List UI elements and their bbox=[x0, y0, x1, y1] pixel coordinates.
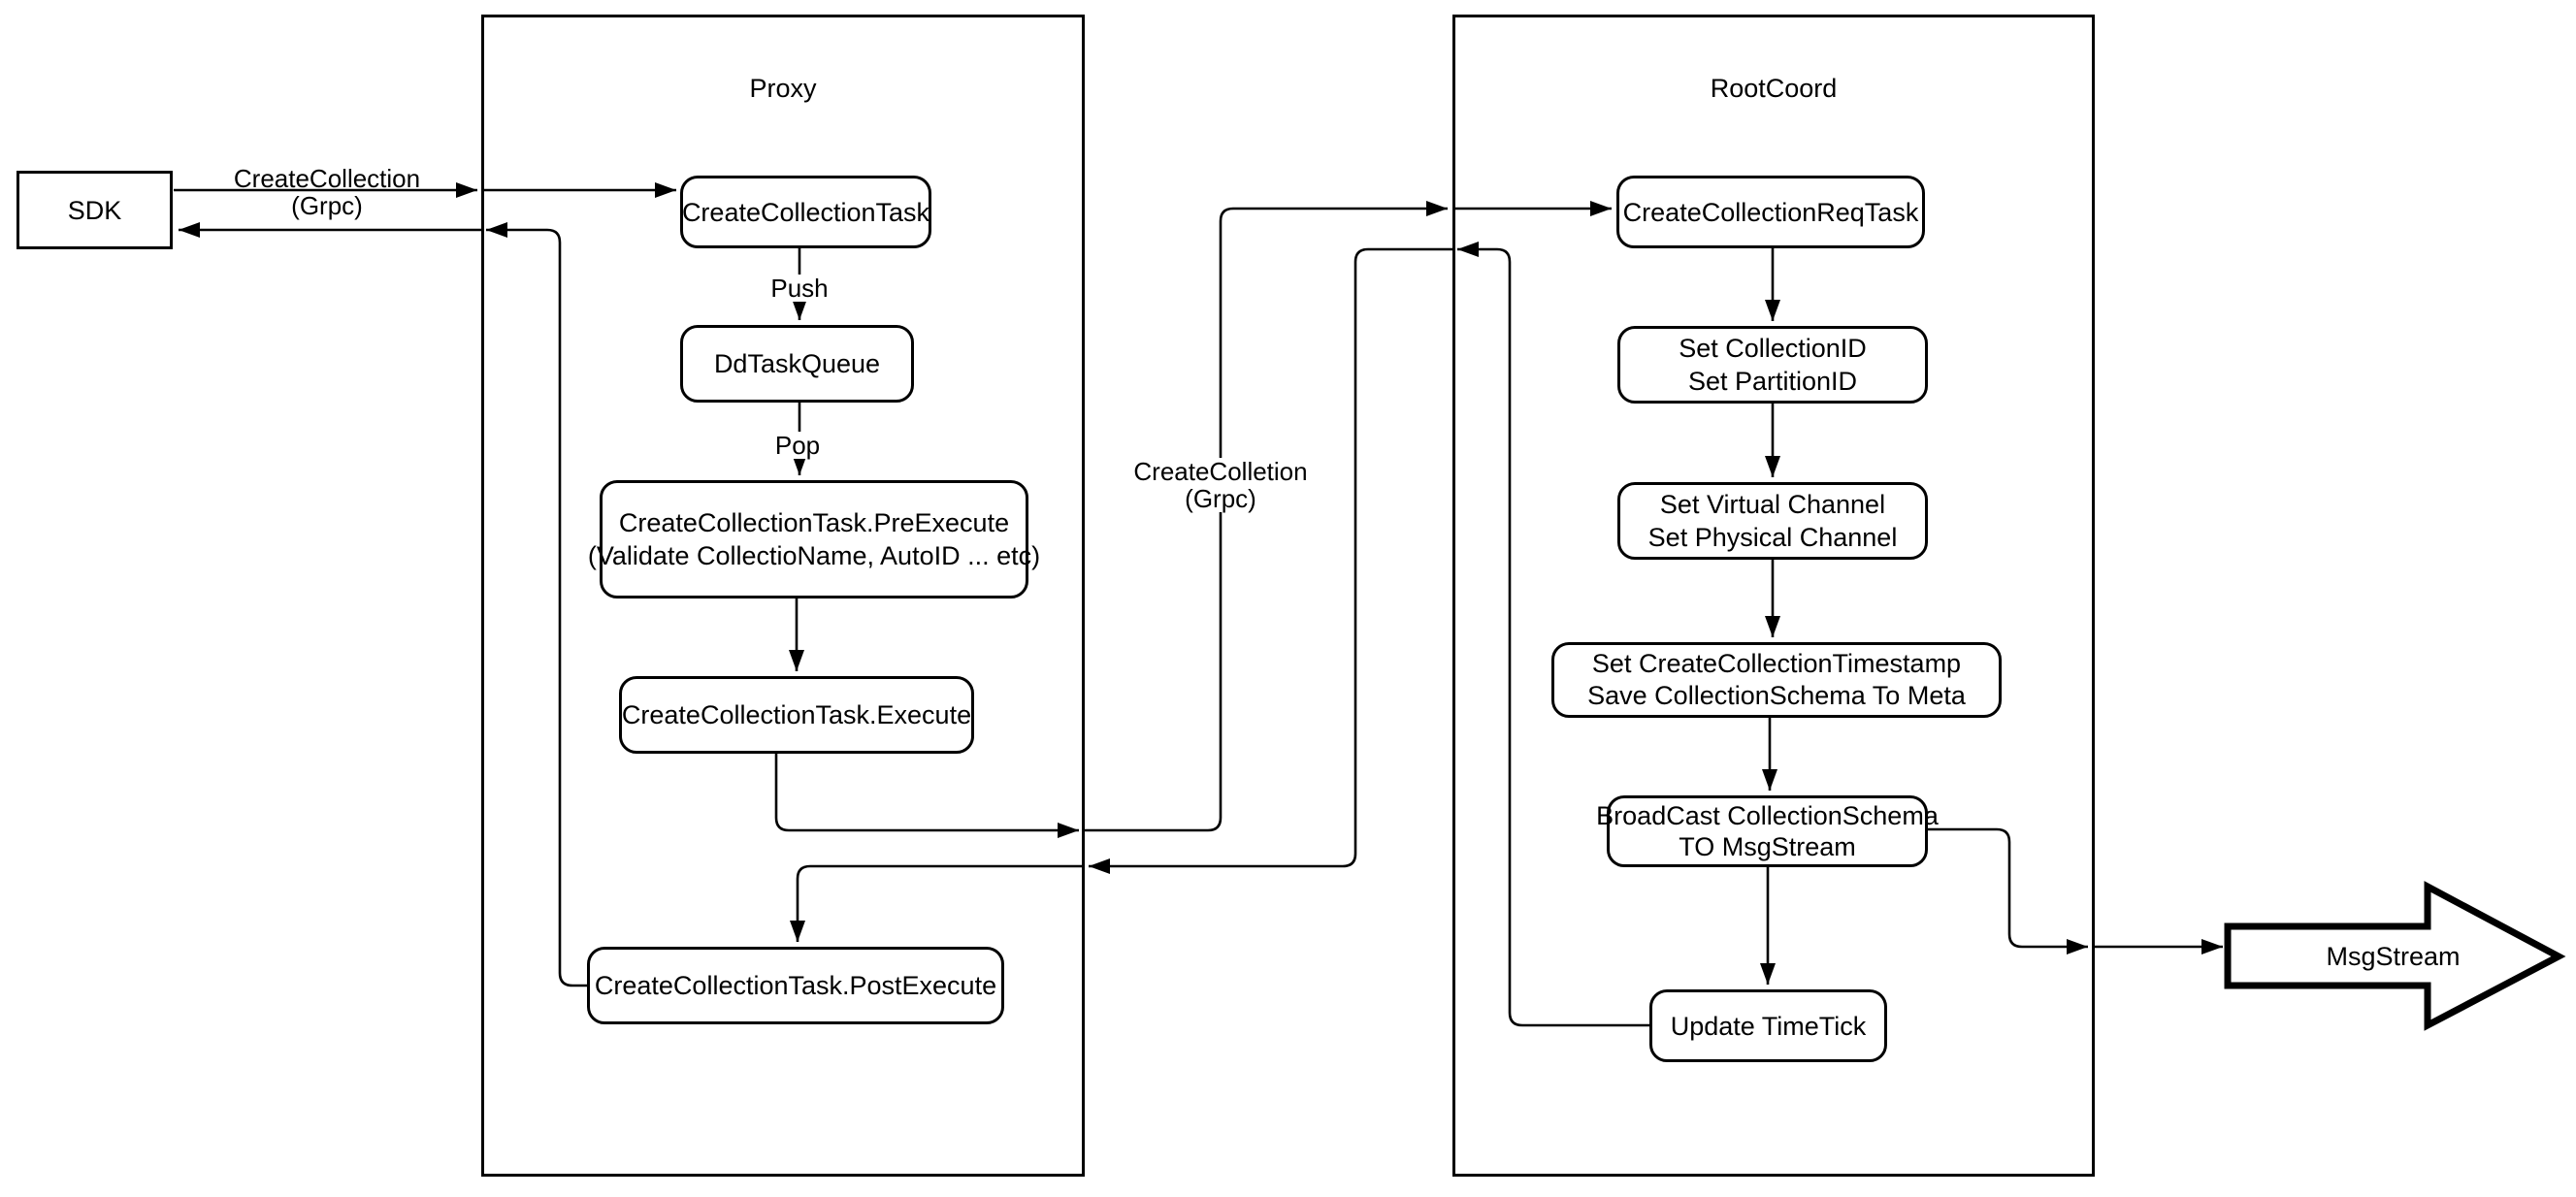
msgstream-label: MsgStream bbox=[2326, 942, 2461, 971]
node-label: Save CollectionSchema To Meta bbox=[1587, 681, 1966, 710]
edge-return-to-proxy bbox=[1089, 247, 1452, 874]
node-set-virtual-physical-channel: Set Virtual Channel Set Physical Channel bbox=[1617, 482, 1928, 560]
edge-label-createcolletion-grpc: CreateColletion (Grpc) bbox=[1124, 458, 1318, 512]
node-dd-task-queue: DdTaskQueue bbox=[680, 325, 914, 403]
edge-label-line: CreateCollection bbox=[233, 164, 421, 193]
msgstream-arrow-shape bbox=[2224, 881, 2566, 1031]
node-set-collection-partition-id: Set CollectionID Set PartitionID bbox=[1617, 326, 1928, 404]
edge-label-push: Push bbox=[751, 275, 848, 302]
container-proxy: Proxy bbox=[481, 15, 1085, 1177]
proxy-title: Proxy bbox=[749, 74, 817, 103]
node-label: Set Physical Channel bbox=[1647, 523, 1898, 552]
edge-execute-out bbox=[774, 754, 1079, 838]
node-label: CreateCollectionTask bbox=[681, 197, 930, 227]
node-label: Set PartitionID bbox=[1687, 367, 1858, 396]
edge-grpc-up-to-rootcoord bbox=[1084, 201, 1448, 832]
edge-broadcast-out bbox=[1928, 827, 2088, 954]
node-label: CreateCollectionTask.PreExecute bbox=[618, 508, 1010, 537]
node-sdk: SDK bbox=[16, 171, 173, 249]
node-broadcast-schema: BroadCast CollectionSchema TO MsgStream bbox=[1596, 795, 1939, 867]
node-label: CreateCollectionTask.PostExecute bbox=[594, 971, 997, 1000]
node-label: Set CreateCollectionTimestamp bbox=[1591, 649, 1962, 678]
edge-label-line: (Grpc) bbox=[291, 191, 363, 220]
node-update-timetick: Update TimeTick bbox=[1649, 989, 1887, 1062]
node-create-collection-task: CreateCollectionTask bbox=[680, 176, 931, 248]
edge-label-createcollection-grpc: CreateCollection (Grpc) bbox=[181, 165, 473, 219]
node-label: BroadCast CollectionSchema bbox=[1596, 801, 1939, 830]
edge-label-pop: Pop bbox=[749, 432, 846, 459]
edge-return-to-postexecute bbox=[790, 864, 1084, 942]
node-label: SDK bbox=[67, 195, 122, 225]
edge-label-line: (Grpc) bbox=[1185, 484, 1256, 513]
node-label: CreateCollectionTask.Execute bbox=[621, 700, 972, 729]
node-label: Set Virtual Channel bbox=[1659, 490, 1886, 519]
edge-timetick-return bbox=[1457, 242, 1649, 1027]
node-label: Set CollectionID bbox=[1679, 334, 1867, 363]
rootcoord-title: RootCoord bbox=[1710, 74, 1838, 103]
edge-label-line: CreateColletion bbox=[1133, 457, 1308, 486]
node-post-execute: CreateCollectionTask.PostExecute bbox=[587, 947, 1004, 1024]
node-label: CreateCollectionReqTask bbox=[1622, 197, 1919, 227]
node-create-collection-req-task: CreateCollectionReqTask bbox=[1616, 176, 1925, 248]
node-execute: CreateCollectionTask.Execute bbox=[619, 676, 974, 754]
node-set-timestamp-save-schema: Set CreateCollectionTimestamp Save Colle… bbox=[1551, 642, 2002, 718]
node-label: TO MsgStream bbox=[1679, 832, 1856, 861]
node-label: Update TimeTick bbox=[1670, 1011, 1867, 1041]
node-label: (Validate CollectioName, AutoID ... etc) bbox=[587, 541, 1041, 570]
node-pre-execute: CreateCollectionTask.PreExecute (Validat… bbox=[588, 480, 1040, 598]
edge-postexecute-return bbox=[486, 222, 587, 987]
node-label: DdTaskQueue bbox=[713, 349, 881, 378]
container-rootcoord: RootCoord bbox=[1452, 15, 2095, 1177]
